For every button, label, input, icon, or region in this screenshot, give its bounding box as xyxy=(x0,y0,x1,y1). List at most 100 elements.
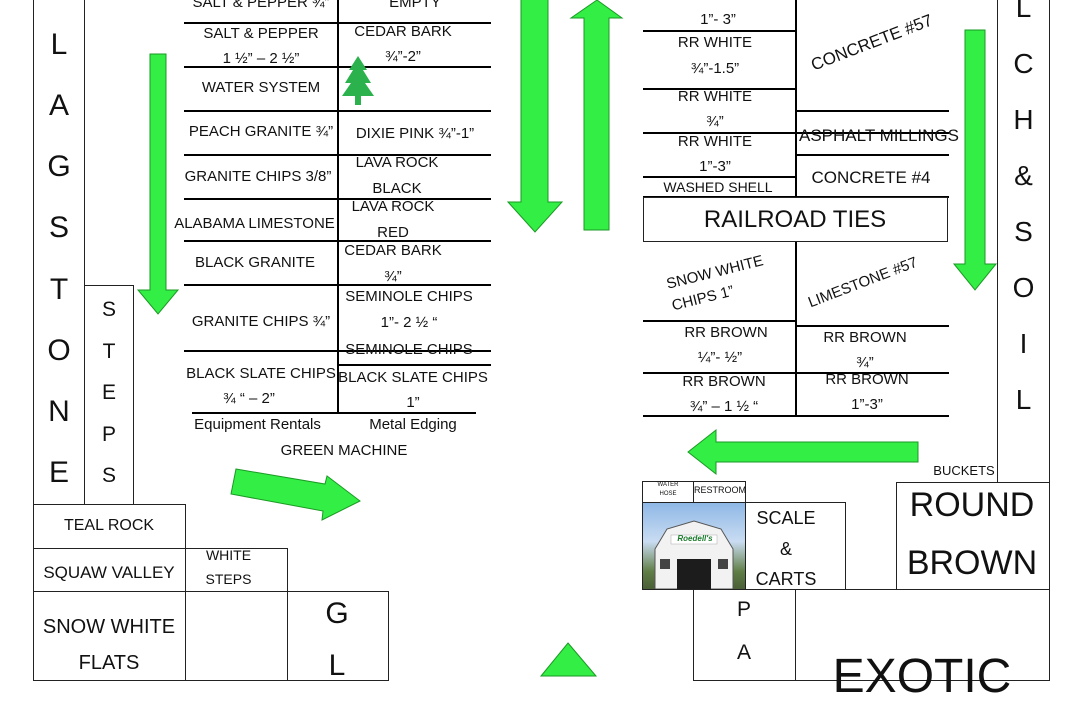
flagstone-area xyxy=(33,0,85,505)
bin-label: 1” xyxy=(406,394,420,411)
arrow-up-icon xyxy=(569,0,624,231)
building-photo: Roedell's xyxy=(642,502,746,590)
bin-label: GRANITE CHIPS 3/8” xyxy=(184,168,332,185)
row-divider xyxy=(643,132,949,134)
bin-label: RR BROWN xyxy=(682,373,766,390)
bin-label: 1”-3” xyxy=(699,158,731,175)
building-sign: Roedell's xyxy=(677,534,713,543)
barn-building-icon xyxy=(654,520,734,589)
row-divider xyxy=(643,415,949,417)
column-divider xyxy=(795,241,797,416)
letter: S xyxy=(48,211,69,245)
steps-letters: S T E P S xyxy=(85,298,133,488)
row-divider xyxy=(796,110,949,112)
letter: T xyxy=(49,272,69,306)
bin-label: EMPTY xyxy=(389,0,441,11)
bin-label: WASHED SHELL xyxy=(663,179,773,195)
bin-label: BLACK xyxy=(372,180,422,197)
letter: T xyxy=(102,339,116,363)
pine-tree-icon xyxy=(342,56,374,105)
letter: S xyxy=(101,464,116,487)
bin-label: BROWN xyxy=(906,544,1038,582)
letter: G xyxy=(47,150,71,184)
bin-label: TEAL ROCK xyxy=(63,517,155,534)
letter: N xyxy=(48,394,70,428)
letter: A xyxy=(48,89,69,123)
letter: S xyxy=(1014,216,1033,247)
arrow-down-left-icon xyxy=(136,0,998,677)
bin-label: WATER xyxy=(657,482,679,488)
bin-label: RR BROWN xyxy=(823,329,907,346)
bin-label: FLATS xyxy=(78,652,140,674)
bin-label: ASPHALT MILLINGS xyxy=(799,126,959,145)
metal-edging-label: Metal Edging xyxy=(369,416,457,433)
scale-carts-bin: SCALE & CARTS xyxy=(745,502,846,590)
bin-label: RR BROWN xyxy=(825,371,909,388)
bin-label: & xyxy=(779,539,792,559)
bin-label: LAVA ROCK xyxy=(351,198,435,215)
bin-label: 1”- 2 ½ “ xyxy=(380,314,438,331)
bin-label: ¾” xyxy=(856,354,874,371)
bin-label: ¼”- ½” xyxy=(697,349,743,366)
buckets-label: BUCKETS xyxy=(933,463,995,478)
bin-label: ¾ “ – 2” xyxy=(223,390,275,407)
row-divider xyxy=(338,364,491,366)
letter: I xyxy=(1019,328,1028,359)
bin-label: 1”- 3” xyxy=(700,11,736,28)
green-machine-label: GREEN MACHINE xyxy=(280,442,408,459)
letter: L xyxy=(1015,0,1032,23)
letter: O xyxy=(1012,272,1035,303)
bin-label: BLACK GRANITE xyxy=(194,254,316,271)
letter: G xyxy=(325,597,349,630)
column-divider xyxy=(795,0,797,198)
bin-label: CEDAR BARK xyxy=(344,242,442,259)
arrow-down-icon xyxy=(136,53,180,315)
pa-area: P A xyxy=(693,589,796,681)
bin-label: WATER SYSTEM xyxy=(201,79,321,96)
row-divider xyxy=(643,176,796,178)
bin-label: SALT & PEPPER xyxy=(203,25,319,42)
bin-label: DIXIE PINK ¾”-1” xyxy=(355,125,475,142)
g-area: G L xyxy=(287,591,389,682)
bin-label: LAVA ROCK xyxy=(355,154,439,171)
letter: C xyxy=(1013,48,1034,79)
bin-label: SCALE xyxy=(756,508,816,528)
bin-label: HOSE xyxy=(659,491,677,497)
letter: L xyxy=(1015,384,1032,415)
bin-label: ¾”-2” xyxy=(385,48,421,65)
letter: L xyxy=(328,649,346,682)
letter: & xyxy=(1014,160,1033,191)
railroad-ties-bin: RAILROAD TIES xyxy=(643,197,948,242)
row-divider xyxy=(643,320,796,322)
bin-label: ¾” xyxy=(706,113,724,130)
letter: E xyxy=(101,381,116,404)
letter: E xyxy=(48,455,69,489)
letter: H xyxy=(1013,104,1034,135)
bin-label: RR BROWN xyxy=(684,324,768,341)
bin-label: ¾”-1.5” xyxy=(690,60,740,77)
row-divider xyxy=(796,154,949,156)
snow-white-flats-bin: SNOW WHITE FLATS xyxy=(33,591,186,681)
bin-label: SALT & PEPPER ¾” xyxy=(192,0,330,11)
bin-label: BLACK SLATE CHIPS xyxy=(186,365,336,382)
flagstone-letters: L A G S T O N E xyxy=(34,28,84,490)
bin-label: ¾” xyxy=(384,268,402,285)
bin-label: PEACH GRANITE ¾” xyxy=(188,123,334,140)
bin-label: ROUND xyxy=(909,486,1035,524)
column-divider xyxy=(337,0,339,412)
arrow-left-icon xyxy=(687,428,919,476)
row-divider xyxy=(796,325,949,327)
bin-label: RED xyxy=(377,224,409,241)
bin-label: CARTS xyxy=(755,569,817,589)
letter: P xyxy=(101,422,116,446)
teal-rock-bin: TEAL ROCK xyxy=(33,504,186,549)
steps-area xyxy=(84,285,134,505)
bin-label: ¾” – 1 ½ “ xyxy=(689,398,759,415)
bin-label: SNOW WHITE xyxy=(42,616,176,638)
bin-label: CEDAR BARK xyxy=(354,23,452,40)
bin-label: CONCRETE #4 xyxy=(811,168,931,187)
bin-label: 1 ½” – 2 ½” xyxy=(222,50,300,67)
bin-label: WHITE xyxy=(205,547,252,563)
arrow-up-icon xyxy=(539,642,598,677)
arrow-right-icon xyxy=(230,468,361,521)
